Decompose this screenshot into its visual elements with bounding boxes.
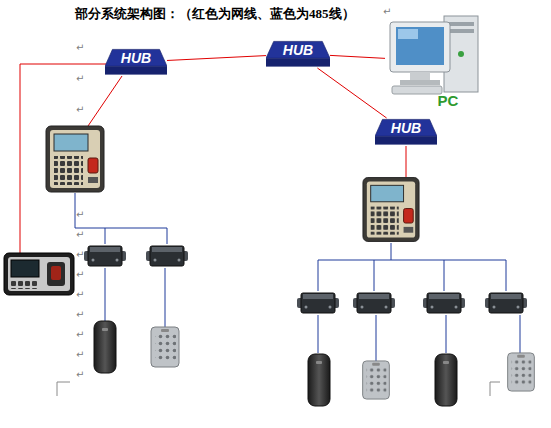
devices: [4, 126, 534, 406]
network-cable: [20, 64, 406, 254]
paragraph-mark: ↵: [76, 290, 84, 300]
hub-box: HUB: [375, 118, 437, 146]
paragraph-mark: ↵: [76, 350, 84, 360]
network-link: [330, 55, 385, 58]
paragraph-mark: ↵: [76, 310, 84, 320]
pc-box: PC: [385, 12, 490, 110]
hub-label: HUB: [266, 42, 330, 58]
paragraph-mark: ↵: [76, 330, 84, 340]
paragraph-mark: ↵: [76, 105, 84, 115]
paragraph-mark: ↵: [383, 7, 391, 17]
pc-label: PC: [438, 92, 459, 109]
hub-box: HUB: [266, 40, 330, 68]
rs485-cable: [75, 193, 520, 361]
paragraph-mark: ↵: [76, 43, 84, 53]
paragraph-mark: ↵: [76, 210, 84, 220]
corner-mark: [57, 382, 500, 396]
paragraph-mark: ↵: [76, 370, 84, 380]
paragraph-mark: ↵: [76, 270, 84, 280]
hub-label: HUB: [375, 120, 437, 136]
pc-icon: [385, 12, 490, 110]
network-link: [317, 68, 386, 118]
paragraph-mark: ↵: [76, 250, 84, 260]
network-link: [167, 56, 266, 61]
paragraph-mark: ↵: [76, 230, 84, 240]
diagram-title: 部分系统架构图：（红色为网线、蓝色为485线）: [75, 5, 355, 23]
hub-box: HUB: [105, 48, 167, 76]
paragraph-mark: ↵: [76, 74, 84, 84]
hub-label: HUB: [105, 50, 167, 66]
